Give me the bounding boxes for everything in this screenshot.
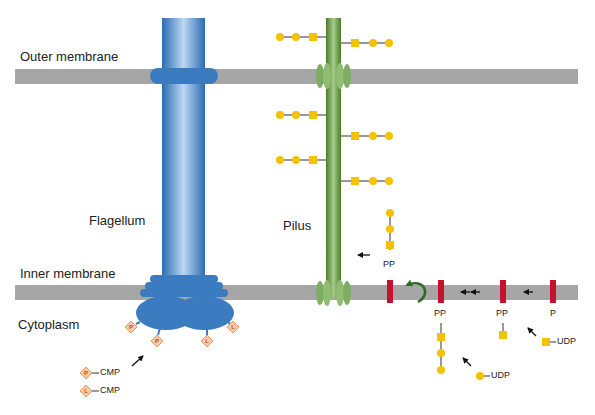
sugar-letter: P [125, 321, 137, 333]
donor-links [92, 373, 99, 391]
process-arrows [132, 255, 536, 366]
sugar-diamond: L [227, 321, 239, 333]
region-label: Pilus [283, 219, 311, 233]
lipid-carriers [387, 280, 556, 303]
pilus-drawing [316, 18, 351, 306]
region-label: Cytoplasm [18, 318, 79, 332]
molecule-label: UDP [557, 337, 576, 347]
molecule-label: PP [496, 309, 508, 319]
sugar-diamond: P [151, 335, 163, 347]
outer-membrane-band [15, 69, 578, 84]
molecule-label: PP [434, 309, 446, 319]
region-label: Inner membrane [20, 267, 115, 281]
inner-membrane-band [15, 285, 578, 300]
sugar-letter: L [227, 321, 239, 333]
flagellum-drawing [136, 18, 234, 335]
molecule-label: PP [383, 260, 395, 270]
sugar-letter: P [80, 367, 92, 379]
molecule-label: UDP [491, 371, 510, 381]
molecule-label: CMP [100, 368, 120, 378]
region-label: Flagellum [89, 214, 145, 228]
molecule-label: P [550, 309, 556, 319]
sugar-letter: P [151, 335, 163, 347]
carrier-sugars [386, 209, 556, 380]
flip-arrow [407, 283, 425, 302]
sugar-diamond: P [125, 321, 137, 333]
region-label: Outer membrane [20, 50, 118, 64]
sugar-diamond: P [80, 367, 92, 379]
molecule-label: CMP [100, 386, 120, 396]
sugar-diamond: L [201, 335, 213, 347]
sugar-diamond: L [80, 385, 92, 397]
sugar-letter: L [201, 335, 213, 347]
glycan-chains [276, 33, 393, 185]
sugar-letter: L [80, 385, 92, 397]
